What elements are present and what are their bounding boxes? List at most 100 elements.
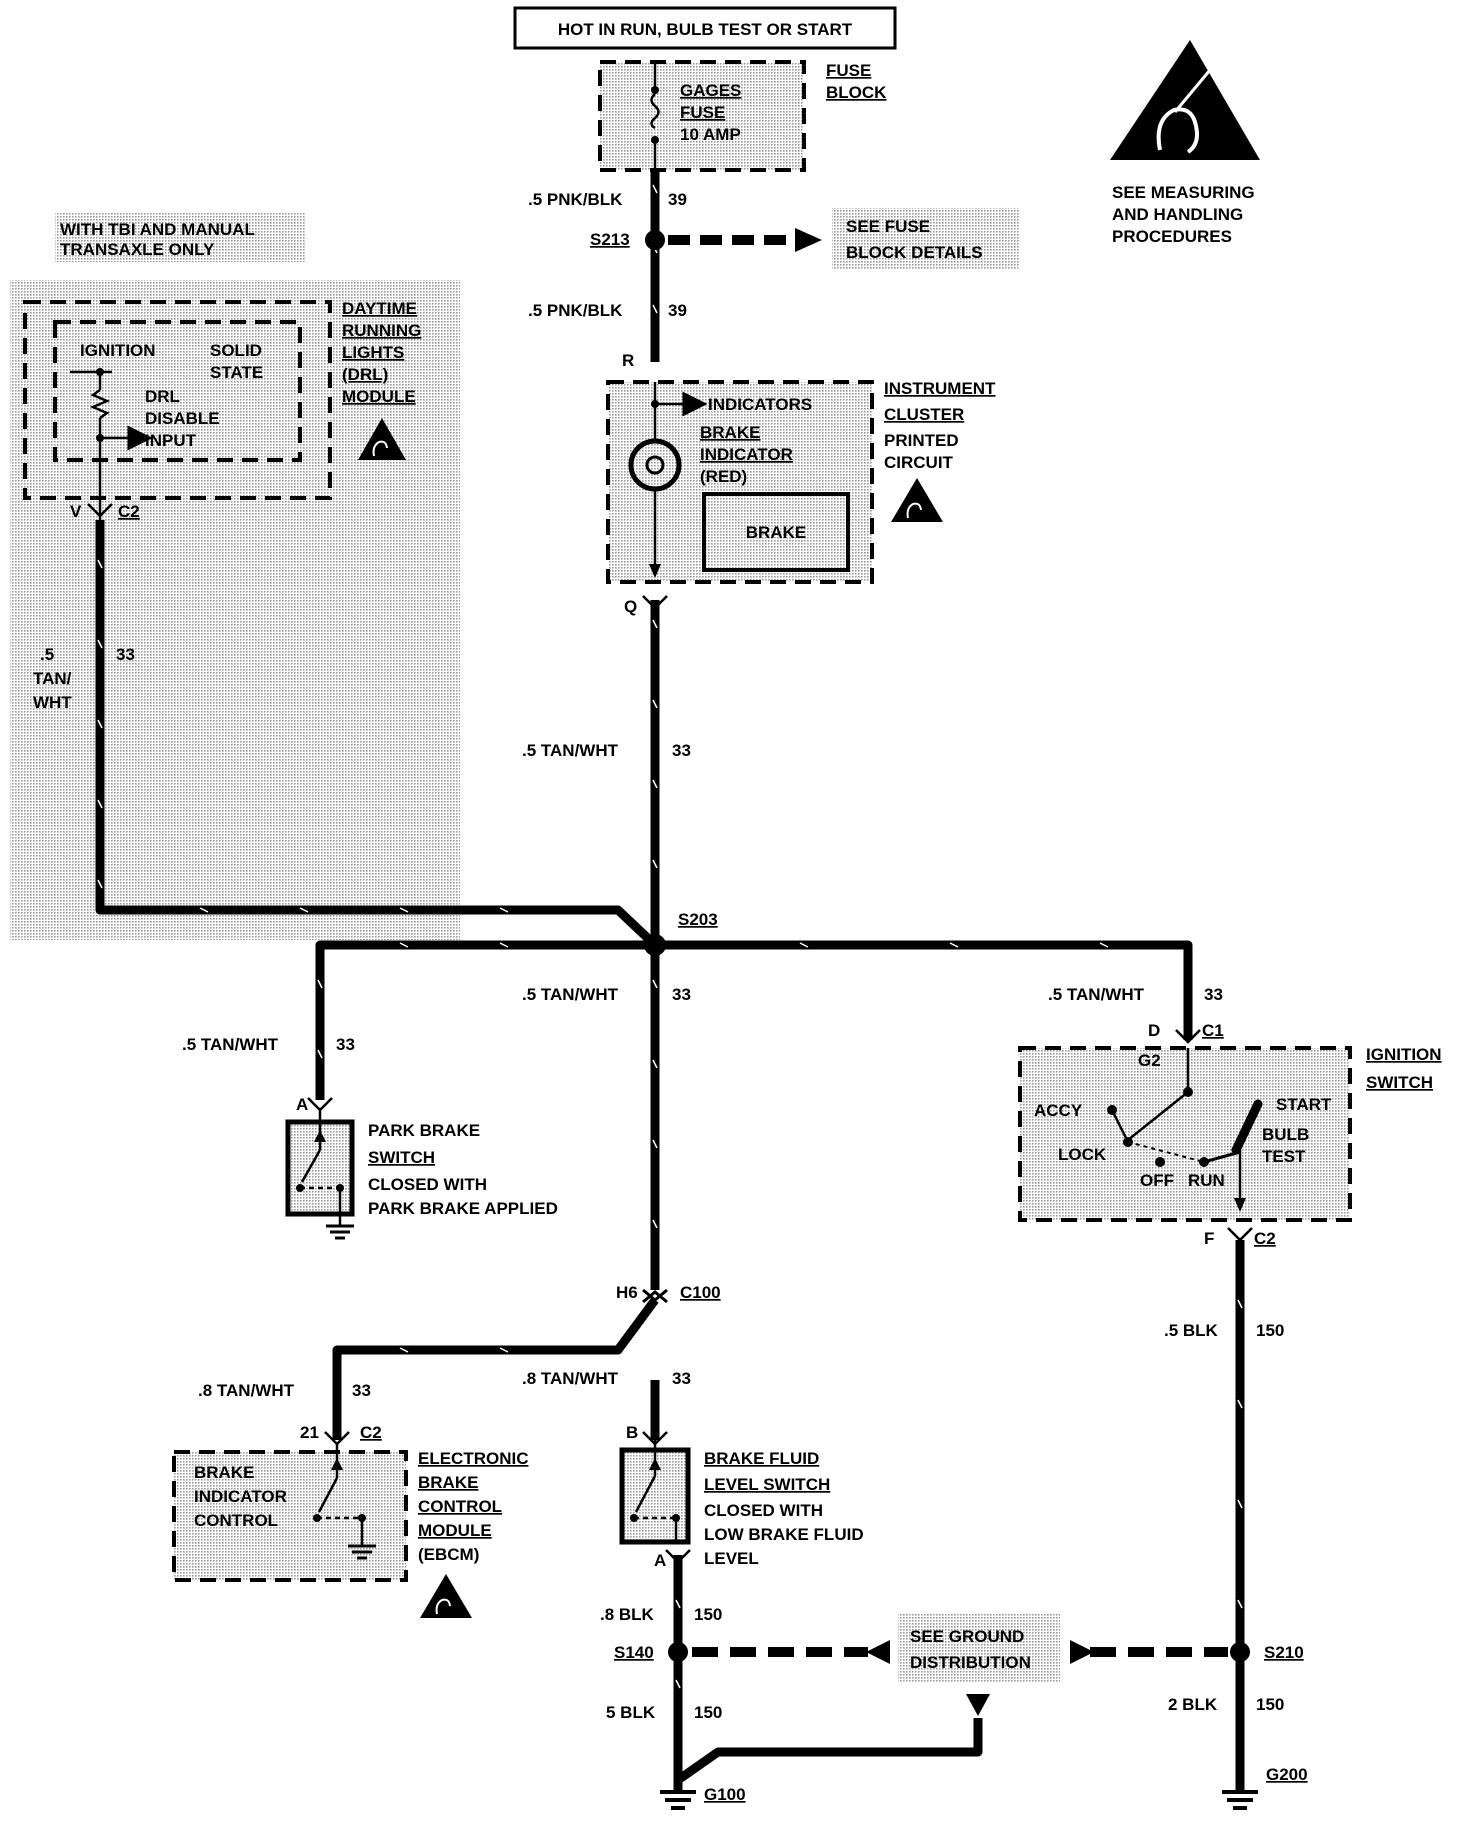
- ign-accy: ACCY: [1034, 1101, 1083, 1120]
- drl-drl: DRL: [145, 387, 180, 406]
- wire-150-label-fluid: .8 BLK: [600, 1605, 655, 1624]
- drl-name-2: RUNNING: [342, 321, 421, 340]
- splice-s210: [1230, 1642, 1250, 1662]
- drl-wire-gauge: .5: [40, 645, 54, 664]
- ebcm-inner-2: INDICATOR: [194, 1487, 287, 1506]
- ground-icon: [326, 1224, 354, 1240]
- fluid-desc-2: LOW BRAKE FLUID: [704, 1525, 864, 1544]
- esd-note-3: PROCEDURES: [1112, 227, 1232, 246]
- wire-33-label-ign: .5 TAN/WHT: [1048, 985, 1145, 1004]
- splice-s140-label: S140: [614, 1643, 654, 1662]
- brake-fluid-switch: [619, 1440, 691, 1545]
- brake-display-text: BRAKE: [746, 523, 806, 542]
- wire-39-circuit-2: 39: [668, 301, 687, 320]
- drl-wire-color-2: WHT: [33, 693, 72, 712]
- drl-input: INPUT: [145, 431, 197, 450]
- wire-150-label-g100: 5 BLK: [606, 1703, 656, 1722]
- brake-warning-display: [702, 492, 850, 572]
- ground-g100-icon: [660, 1790, 696, 1810]
- park-pin: A: [296, 1095, 308, 1114]
- wire-39-circuit-1: 39: [668, 190, 687, 209]
- ebcm-module: BRAKE INDICATOR CONTROL: [172, 1444, 408, 1582]
- ign-bulb: BULB: [1262, 1125, 1309, 1144]
- fuse-block-label-1: FUSE: [826, 61, 871, 80]
- wire-33-circuit-main: 33: [672, 741, 691, 760]
- esd-note-2: AND HANDLING: [1112, 205, 1243, 224]
- drl-name-5: MODULE: [342, 387, 416, 406]
- c100-label: C100: [680, 1283, 721, 1302]
- park-desc-1: CLOSED WITH: [368, 1175, 487, 1194]
- drl-state: STATE: [210, 363, 263, 382]
- ebcm-name-5: (EBCM): [418, 1545, 479, 1564]
- ground-g200-label: G200: [1266, 1765, 1308, 1784]
- fuse-block: GAGES FUSE 10 AMP: [598, 60, 806, 172]
- arrow-down-icon: [966, 1694, 990, 1716]
- drl-pin: V: [70, 502, 82, 521]
- ign-pin-top: D: [1148, 1021, 1160, 1040]
- esd-note-1: SEE MEASURING: [1112, 183, 1255, 202]
- fluid-name-2: LEVEL SWITCH: [704, 1475, 830, 1494]
- ign-connector-top: C1: [1202, 1021, 1224, 1040]
- cluster-brake-ind-3: (RED): [700, 467, 747, 486]
- fuse-name-2: FUSE: [680, 103, 725, 122]
- ebcm-name-1: ELECTRONIC: [418, 1449, 529, 1468]
- wire-150-label-ign: .5 BLK: [1164, 1321, 1219, 1340]
- park-name-2: SWITCH: [368, 1148, 435, 1167]
- wire-39-label-2: .5 PNK/BLK: [528, 301, 623, 320]
- ign-lock: LOCK: [1058, 1145, 1107, 1164]
- fluid-name-1: BRAKE FLUID: [704, 1449, 819, 1468]
- park-desc-2: PARK BRAKE APPLIED: [368, 1199, 558, 1218]
- wire-150-label-g200: 2 BLK: [1168, 1695, 1218, 1714]
- drl-name-4: (DRL): [342, 365, 388, 384]
- cluster-indicators: INDICATORS: [708, 395, 812, 414]
- cluster-brake-ind-2: INDICATOR: [700, 445, 793, 464]
- ebcm-connector: C2: [360, 1423, 382, 1442]
- arrow-right-ground-icon: [1070, 1640, 1094, 1664]
- cluster-brake-ind-1: BRAKE: [700, 423, 760, 442]
- esd-warning-icon: [1110, 40, 1260, 160]
- wire-33-label-park: .5 TAN/WHT: [182, 1035, 279, 1054]
- ign-connector-bottom: C2: [1254, 1229, 1276, 1248]
- fluid-desc-1: CLOSED WITH: [704, 1501, 823, 1520]
- see-fuse-2: BLOCK DETAILS: [846, 243, 983, 262]
- drl-disable: DISABLE: [145, 409, 220, 428]
- cluster-name-4: CIRCUIT: [884, 453, 954, 472]
- wire-33-circuit-park: 33: [336, 1035, 355, 1054]
- ebcm-name-3: CONTROL: [418, 1497, 502, 1516]
- ground-g200-icon: [1222, 1790, 1258, 1810]
- drl-ignition: IGNITION: [80, 341, 156, 360]
- drl-note-1: WITH TBI AND MANUAL: [60, 220, 255, 239]
- fluid-pin-top: B: [626, 1423, 638, 1442]
- ebcm-name-2: BRAKE: [418, 1473, 478, 1492]
- c100-pin: H6: [616, 1283, 638, 1302]
- wire-39-label-1: .5 PNK/BLK: [528, 190, 623, 209]
- fuse-rating: 10 AMP: [680, 125, 741, 144]
- ebcm-inner-1: BRAKE: [194, 1463, 254, 1482]
- ebcm-inner-3: CONTROL: [194, 1511, 278, 1530]
- fluid-pin-bottom: A: [654, 1551, 666, 1570]
- wire-33-label-fluid: .8 TAN/WHT: [522, 1369, 619, 1388]
- splice-s203-label: S203: [678, 910, 718, 929]
- ebcm-name-4: MODULE: [418, 1521, 492, 1540]
- drl-option-shading: [10, 280, 460, 940]
- ignition-switch: G2 ACCY LOCK OFF RUN START BULB TEST: [1018, 1046, 1352, 1222]
- power-source-label: HOT IN RUN, BULB TEST OR START: [558, 20, 853, 39]
- park-brake-switch: [285, 1110, 355, 1240]
- cluster-name-3: PRINTED: [884, 431, 959, 450]
- ign-off: OFF: [1140, 1171, 1174, 1190]
- splice-s210-label: S210: [1264, 1643, 1304, 1662]
- fuse-block-label-2: BLOCK: [826, 83, 887, 102]
- ign-name-1: IGNITION: [1366, 1045, 1442, 1064]
- fuse-icon: [650, 93, 660, 130]
- arrow-left-icon: [866, 1640, 890, 1664]
- drl-name-3: LIGHTS: [342, 343, 404, 362]
- splice-s213: [645, 230, 665, 250]
- wire-33-label-ebcm: .8 TAN/WHT: [198, 1381, 295, 1400]
- drl-wire-color-1: TAN/: [33, 669, 72, 688]
- cluster-name-1: INSTRUMENT: [884, 379, 996, 398]
- ebcm-esd-icon: [420, 1574, 472, 1618]
- drl-esd-icon: [358, 418, 406, 460]
- ebcm-ground-icon: [348, 1544, 376, 1560]
- wire-33-label-center: .5 TAN/WHT: [522, 985, 619, 1004]
